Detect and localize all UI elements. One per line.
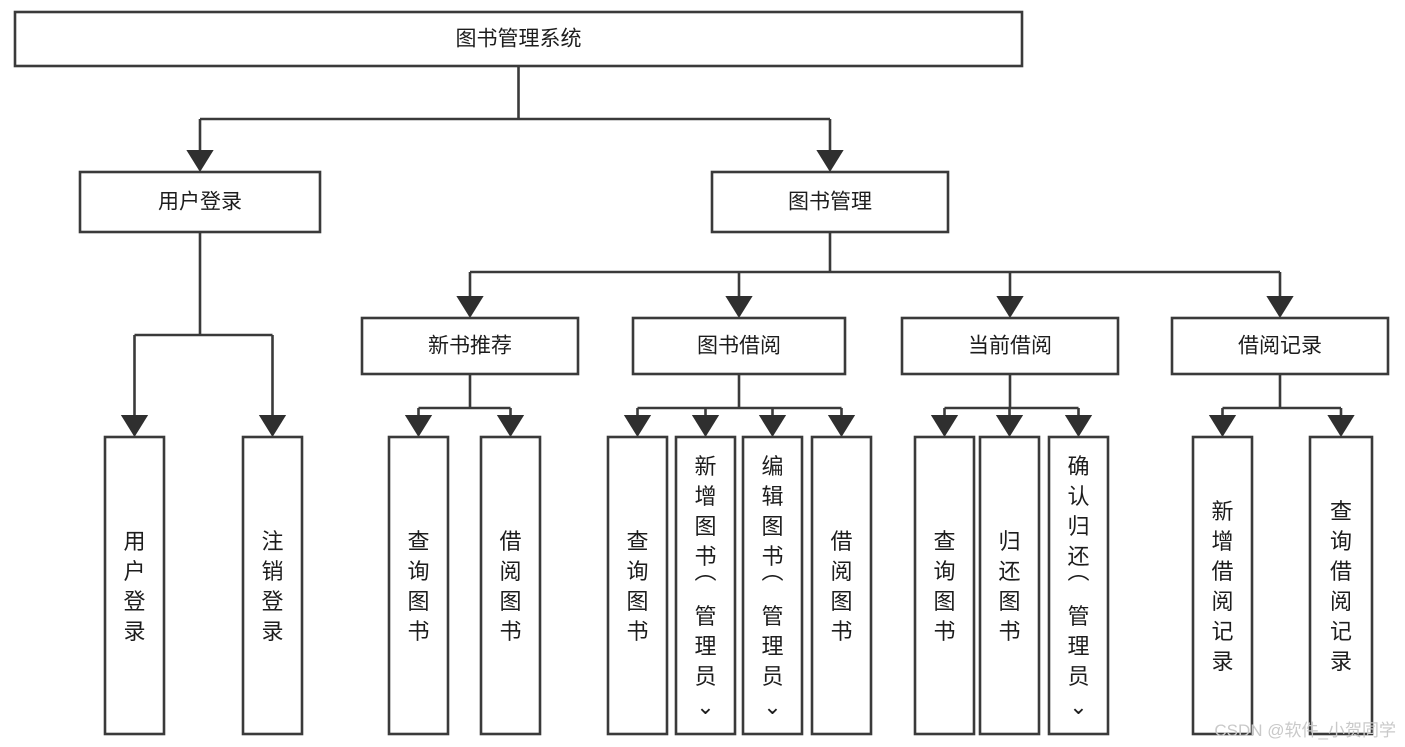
node-label: 当前借阅	[968, 335, 1052, 358]
node-l3-confirm-return[interactable]: 确认归还⌒管理员⌄	[1047, 435, 1110, 736]
node-label: 编辑图书⌒管理员⌄	[761, 454, 783, 719]
node-label: 查询借阅记录	[1330, 499, 1352, 674]
node-box	[978, 435, 1041, 736]
node-label: 新书推荐	[428, 335, 512, 358]
node-box	[606, 435, 669, 736]
node-label: 归还图书	[998, 529, 1020, 644]
node-box	[900, 316, 1120, 376]
node-label: 查询图书	[933, 529, 955, 644]
node-box	[78, 170, 322, 234]
node-box	[810, 435, 873, 736]
node-label: 图书管理	[788, 191, 872, 214]
node-label: 新增图书⌒管理员⌄	[694, 454, 716, 719]
node-label: 图书管理系统	[456, 28, 582, 51]
node-label: 查询图书	[407, 529, 429, 644]
node-box	[1170, 316, 1390, 376]
node-l3-query-record[interactable]: 查询借阅记录	[1308, 435, 1374, 736]
node-box	[674, 435, 737, 736]
node-label: 用户登录	[123, 529, 145, 644]
node-root[interactable]: 图书管理系统	[13, 10, 1024, 68]
node-box	[913, 435, 976, 736]
node-box	[103, 435, 166, 736]
node-box	[710, 170, 950, 234]
node-l3-return-book[interactable]: 归还图书	[978, 435, 1041, 736]
node-box	[241, 435, 304, 736]
node-label: 注销登录	[261, 529, 283, 644]
node-label: 查询图书	[626, 529, 648, 644]
node-box	[479, 435, 542, 736]
node-box	[360, 316, 580, 376]
node-label: 借阅图书	[830, 529, 852, 644]
node-l3-query-book-a[interactable]: 查询图书	[387, 435, 450, 736]
node-box	[1047, 435, 1110, 736]
node-l3-edit-book[interactable]: 编辑图书⌒管理员⌄	[741, 435, 804, 736]
node-l3-query-book-c[interactable]: 查询图书	[913, 435, 976, 736]
node-l3-add-record[interactable]: 新增借阅记录	[1191, 435, 1254, 736]
node-box	[387, 435, 450, 736]
node-label: 确认归还⌒管理员⌄	[1067, 454, 1089, 719]
csdn-watermark: CSDN @软件_小贺同学	[1214, 721, 1396, 740]
node-box	[741, 435, 804, 736]
node-label: 新增借阅记录	[1211, 499, 1233, 674]
node-l3-borrow-book-b[interactable]: 借阅图书	[810, 435, 873, 736]
node-box	[1308, 435, 1374, 736]
node-l3-query-book-b[interactable]: 查询图书	[606, 435, 669, 736]
node-l2-current-borrow[interactable]: 当前借阅	[900, 316, 1120, 376]
node-l1-book-manage[interactable]: 图书管理	[710, 170, 950, 234]
node-label: 用户登录	[158, 191, 242, 214]
node-l2-book-borrow[interactable]: 图书借阅	[631, 316, 847, 376]
node-l3-borrow-book-a[interactable]: 借阅图书	[479, 435, 542, 736]
node-l3-add-book[interactable]: 新增图书⌒管理员⌄	[674, 435, 737, 736]
connector-layer	[120, 66, 1355, 437]
node-label: 图书借阅	[697, 335, 781, 358]
node-l1-user-login[interactable]: 用户登录	[78, 170, 322, 234]
node-l2-borrow-record[interactable]: 借阅记录	[1170, 316, 1390, 376]
node-box	[1191, 435, 1254, 736]
node-label: 借阅记录	[1238, 335, 1322, 358]
node-l2-new-book-rec[interactable]: 新书推荐	[360, 316, 580, 376]
node-l3-user-login[interactable]: 用户登录	[103, 435, 166, 736]
node-box	[13, 10, 1024, 68]
node-layer: 图书管理系统用户登录图书管理新书推荐图书借阅当前借阅借阅记录用户登录注销登录查询…	[13, 10, 1390, 736]
node-l3-logout[interactable]: 注销登录	[241, 435, 304, 736]
node-label: 借阅图书	[499, 529, 521, 644]
node-box	[631, 316, 847, 376]
